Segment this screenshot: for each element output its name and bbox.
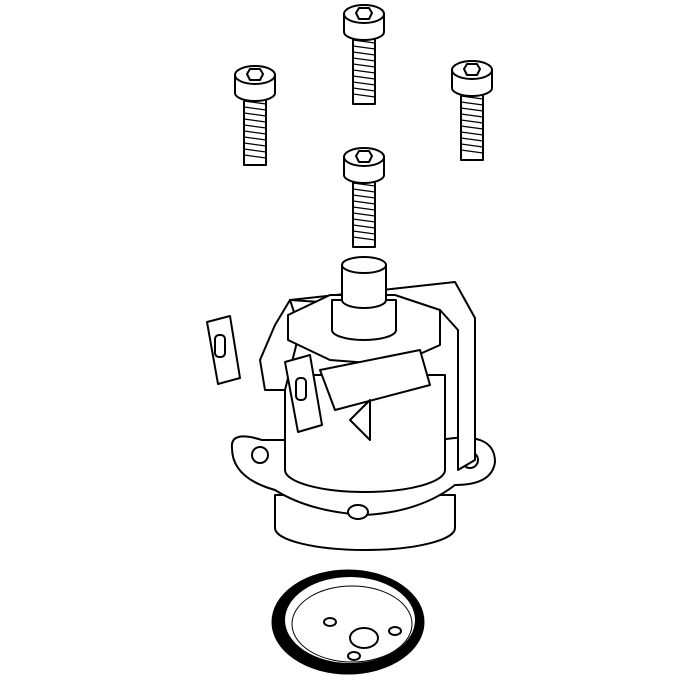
screw-right bbox=[451, 60, 493, 161]
screw-top bbox=[343, 4, 385, 105]
solenoid-valve bbox=[206, 256, 496, 551]
gasket bbox=[271, 569, 425, 675]
screw-front bbox=[343, 147, 385, 248]
screw-left bbox=[234, 65, 276, 166]
